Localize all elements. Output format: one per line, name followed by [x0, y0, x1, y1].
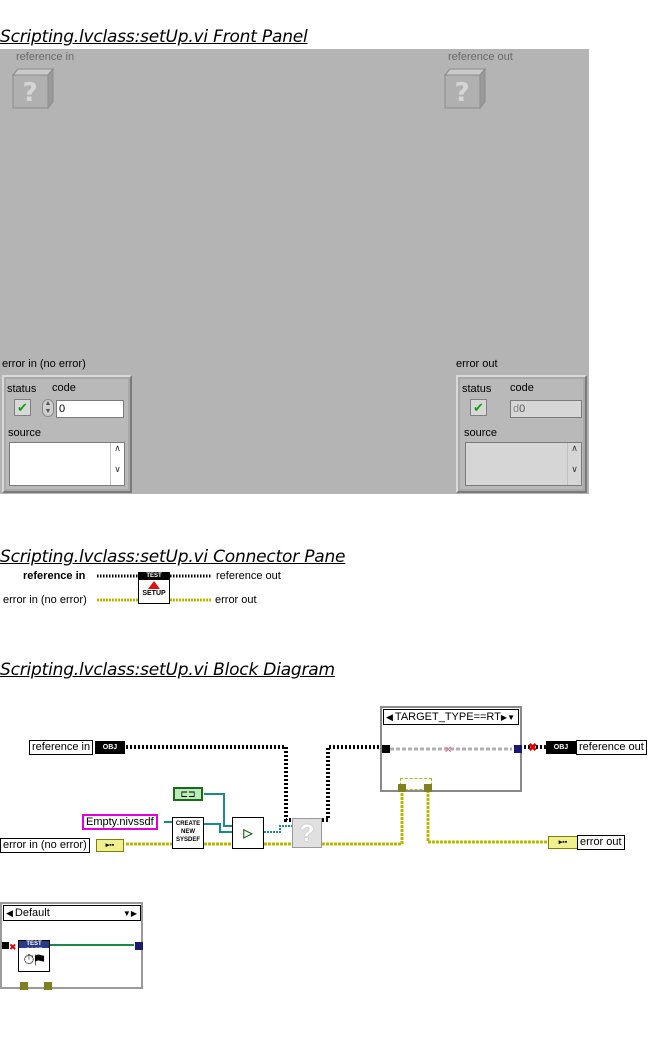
error-in-cluster: status code ✔ ▲▼ 0 source ∧∨: [2, 375, 132, 493]
error-out-code-radix: d: [513, 403, 520, 415]
setup-vi-icon[interactable]: TEST SETUP: [138, 572, 170, 604]
error-in-source-field[interactable]: ∧∨: [9, 442, 125, 486]
cp-error-in-label: error in (no error): [3, 594, 87, 606]
error-in-status-label: status: [7, 383, 37, 395]
error-out-source-field: ∧∨: [465, 442, 582, 486]
error-out-source-scrollbar[interactable]: ∧∨: [567, 443, 581, 485]
front-panel-heading: Scripting.lvclass:setUp.vi Front Panel: [0, 27, 308, 47]
cp-error-out-label: error out: [215, 594, 257, 606]
test-case-node[interactable]: TEST CASE ⏱⚑: [18, 940, 50, 972]
stopwatch-flag-icon: ⏱⚑: [23, 951, 45, 967]
reference-out-indicator: ?: [444, 67, 486, 109]
default-case-selector[interactable]: ◀Default ▼▶: [3, 905, 141, 921]
check-icon: ✔: [473, 400, 484, 415]
case-error-tunnel-out: [424, 784, 432, 792]
svg-text:✕: ✕: [444, 745, 452, 756]
bd-reference-in-terminal[interactable]: OBJ: [95, 741, 125, 754]
front-panel: reference in ? reference out ? error in …: [0, 49, 589, 494]
test-case-label: TEST CASE: [19, 941, 49, 954]
default-case-prev-arrow-icon[interactable]: ◀: [6, 908, 13, 918]
icon-setup-label: SETUP: [142, 590, 166, 597]
bd-error-in-label: error in (no error): [0, 838, 90, 853]
cp-reference-in-label: reference in: [23, 570, 86, 582]
error-in-title: error in (no error): [2, 358, 86, 370]
error-out-source-label: source: [464, 427, 498, 439]
default-case-tunnel-out: [44, 982, 52, 990]
ref-out-coerce-icon: ✖: [528, 742, 538, 754]
connector-pane-heading: Scripting.lvclass:setUp.vi Connector Pan…: [0, 547, 346, 567]
error-out-code-label: code: [510, 382, 534, 394]
error-in-code-label: code: [52, 382, 76, 394]
bd-reference-out-label: reference out: [576, 740, 647, 755]
svg-text:✖: ✖: [9, 942, 17, 952]
error-out-title: error out: [456, 358, 498, 370]
bd-error-out-terminal[interactable]: ▸▪▪: [548, 836, 578, 849]
case-dropdown-icon[interactable]: ▶▼: [500, 713, 515, 722]
error-out-status-label: status: [462, 383, 492, 395]
default-case-tunnel-in: [20, 982, 28, 990]
case-selector-label: TARGET_TYPE==RT: [394, 711, 501, 723]
default-case-dropdown-icon[interactable]: ▼▶: [122, 909, 137, 918]
error-in-status-checkbox[interactable]: ✔: [14, 399, 31, 416]
default-case-label: Default: [14, 907, 50, 919]
case-inner-ref-wire: ✕: [382, 745, 522, 756]
svg-text:?: ?: [22, 78, 37, 108]
error-out-status-indicator: ✔: [470, 399, 487, 416]
cp-reference-out-label: reference out: [216, 570, 281, 582]
bd-error-in-terminal[interactable]: ▸▪▪: [96, 839, 124, 852]
block-diagram-wires: [126, 745, 548, 846]
reference-out-label: reference out: [448, 51, 513, 63]
error-in-code-spinner[interactable]: ▲▼: [42, 399, 54, 417]
unknown-node-icon[interactable]: ?: [292, 818, 322, 848]
svg-text:?: ?: [454, 78, 469, 108]
reference-in-control[interactable]: ?: [12, 67, 54, 109]
bool-constant[interactable]: ⊏⊐: [173, 787, 203, 801]
case-prev-arrow-icon[interactable]: ◀: [386, 712, 393, 722]
reference-in-label: reference in: [16, 51, 75, 63]
error-in-code-field[interactable]: 0: [56, 400, 124, 418]
warning-triangle-icon: [148, 581, 160, 589]
target-type-case-structure[interactable]: ◀TARGET_TYPE==RT▶▼ ✕: [380, 706, 522, 792]
icon-test-banner: TEST: [139, 573, 169, 580]
check-icon: ✔: [17, 400, 28, 415]
default-case-structure[interactable]: ◀Default ▼▶ ✖ TEST CASE ⏱⚑: [0, 902, 143, 990]
default-case-wire: ✖: [2, 942, 143, 952]
create-node-label: CREATE NEW SYSDEF: [175, 821, 201, 843]
error-out-code-field: d0: [510, 400, 582, 418]
path-constant[interactable]: Empty.nivssdf: [82, 814, 158, 830]
case-error-tunnel-in: [398, 784, 406, 792]
error-out-cluster: status code ✔ d0 source ∧∨: [456, 375, 587, 493]
create-sysdef-node[interactable]: CREATE NEW SYSDEF: [172, 817, 204, 849]
bd-reference-out-terminal[interactable]: OBJ: [546, 741, 576, 754]
error-in-source-label: source: [8, 427, 42, 439]
error-out-code-value: 0: [519, 403, 526, 415]
block-diagram-heading: Scripting.lvclass:setUp.vi Block Diagram: [0, 660, 335, 680]
error-in-source-scrollbar[interactable]: ∧∨: [110, 443, 124, 485]
connector-pane-wires: [97, 574, 212, 602]
bd-error-out-label: error out: [577, 835, 625, 850]
bd-reference-in-label: reference in: [29, 740, 94, 755]
case-selector[interactable]: ◀TARGET_TYPE==RT▶▼: [383, 709, 519, 725]
compare-node[interactable]: ▷: [232, 817, 264, 849]
